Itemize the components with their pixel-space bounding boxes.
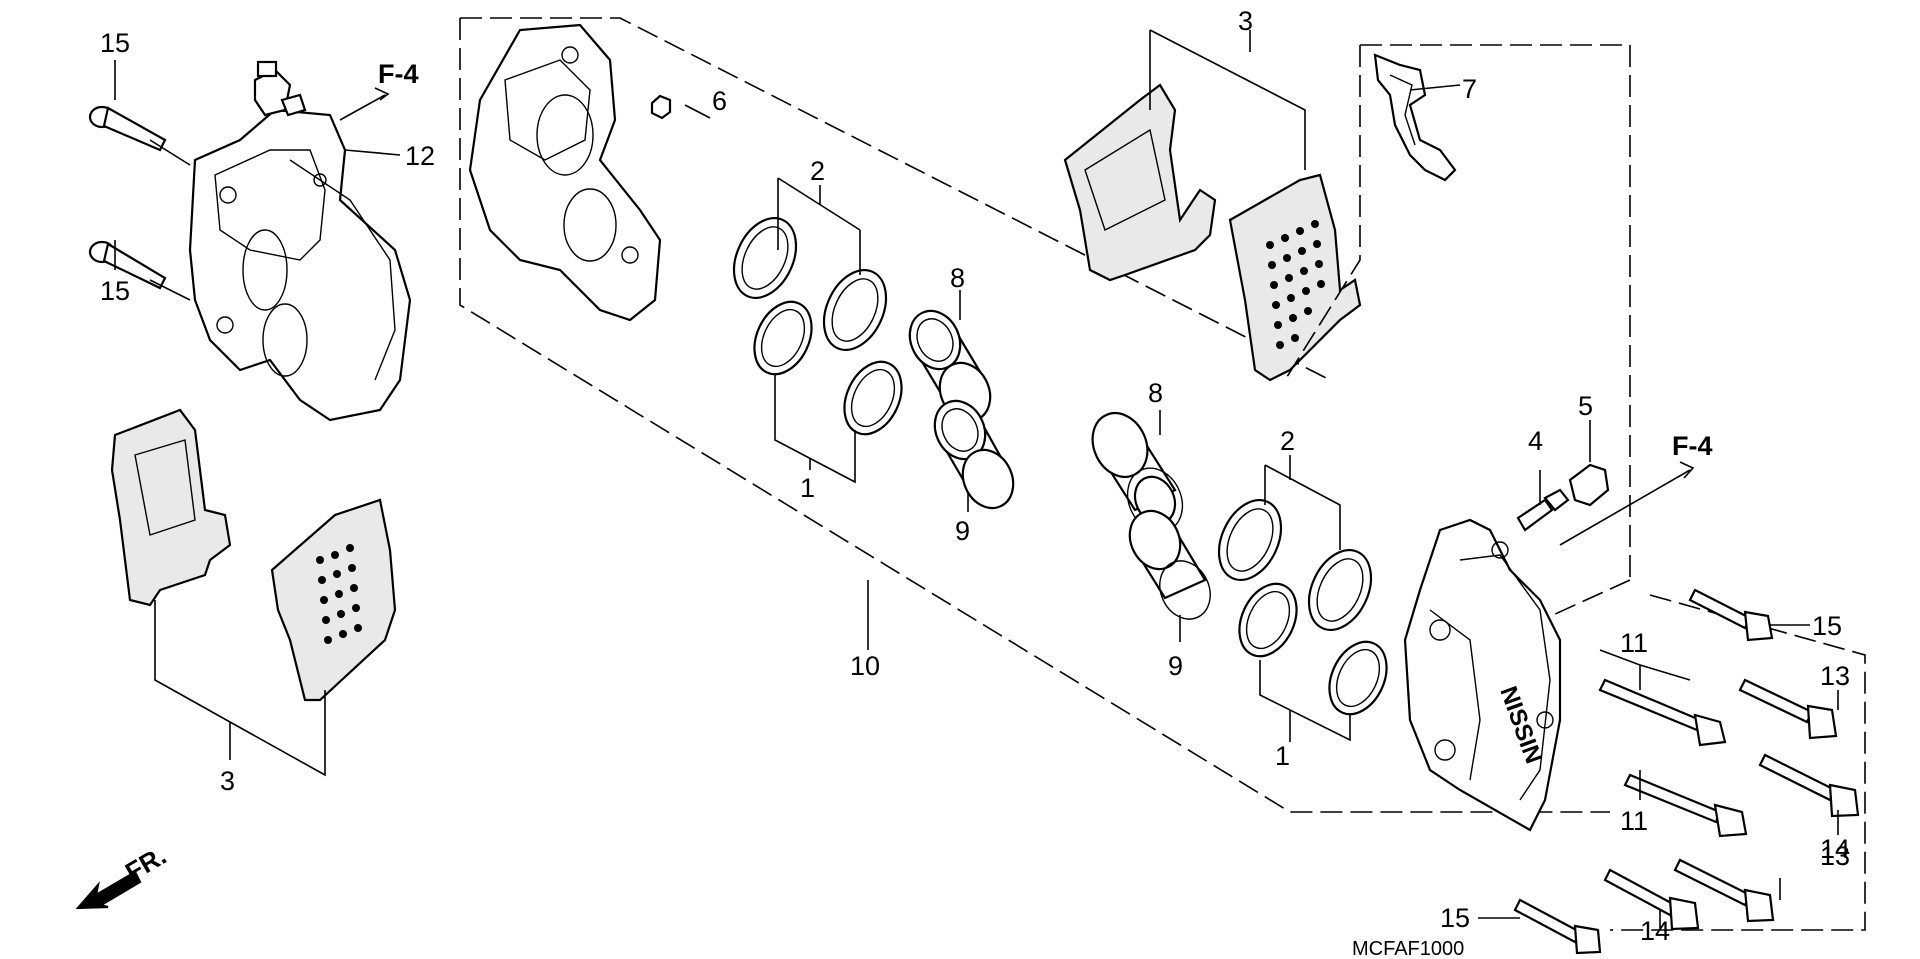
bolt-13-lower bbox=[1673, 858, 1775, 923]
bolt-13-upper bbox=[1738, 678, 1838, 740]
pistons-lower bbox=[1091, 412, 1211, 620]
pistons-upper bbox=[908, 309, 1015, 510]
callout-9: 9 bbox=[955, 516, 970, 546]
callout-11: 11 bbox=[1620, 628, 1648, 658]
caliper-body-half bbox=[468, 23, 662, 322]
callout-8: 8 bbox=[950, 263, 965, 293]
reference-label: F-4 bbox=[1672, 431, 1713, 461]
diagram-code: MCFAF1000 bbox=[1352, 938, 1464, 959]
leader-lines bbox=[114, 29, 1839, 930]
callout-13: 13 bbox=[1820, 841, 1850, 871]
pad-pin-11-lower bbox=[1623, 773, 1748, 838]
reference-label: F-4 bbox=[378, 59, 419, 89]
callout-15: 15 bbox=[100, 28, 130, 58]
callout-10: 10 bbox=[850, 651, 880, 681]
left-brake-pads bbox=[110, 408, 397, 702]
callout-2: 2 bbox=[1280, 426, 1295, 456]
upper-brake-pads bbox=[1063, 83, 1362, 382]
callout-13: 13 bbox=[1820, 661, 1850, 691]
callout-1: 1 bbox=[800, 473, 815, 503]
callout-9: 9 bbox=[1168, 651, 1183, 681]
group-bolts-outline bbox=[1610, 594, 1866, 931]
bolt-15-right-lower bbox=[1513, 898, 1602, 955]
pad-spring-7 bbox=[1373, 53, 1457, 182]
callout-15: 15 bbox=[100, 276, 130, 306]
left-caliper bbox=[188, 60, 412, 422]
callout-4: 4 bbox=[1528, 426, 1543, 456]
right-caliper: NISSIN bbox=[1403, 518, 1562, 832]
bolt-14-lower bbox=[1603, 868, 1700, 931]
callout-14: 14 bbox=[1640, 916, 1670, 946]
callout-1: 1 bbox=[1275, 741, 1290, 771]
callout-12: 12 bbox=[405, 141, 435, 171]
callout-8: 8 bbox=[1148, 378, 1163, 408]
bolt-15-upper bbox=[88, 105, 167, 152]
piston-seals-upper bbox=[732, 217, 903, 436]
bleeder-cap-5 bbox=[1568, 463, 1610, 507]
callout-14: 14 bbox=[1820, 834, 1850, 864]
callout-labels: 15 15 F-4 12 3 6 2 1 8 9 10 3 7 8 2 9 1 … bbox=[100, 6, 1850, 959]
bleeder-valve-4 bbox=[1516, 488, 1570, 532]
callout-11: 11 bbox=[1620, 806, 1648, 836]
callout-5: 5 bbox=[1578, 391, 1593, 421]
bolt-15-right-upper bbox=[1688, 588, 1774, 642]
front-direction-arrow: FR. bbox=[75, 840, 171, 910]
bolt-14-upper bbox=[1758, 753, 1860, 818]
callout-7: 7 bbox=[1462, 74, 1477, 104]
nut-6 bbox=[650, 94, 672, 120]
bolt-15-lower bbox=[88, 240, 167, 290]
pad-pin-11-upper bbox=[1598, 678, 1727, 747]
callout-3: 3 bbox=[220, 766, 235, 796]
callout-6: 6 bbox=[712, 86, 727, 116]
callout-3: 3 bbox=[1238, 6, 1253, 36]
callout-15: 15 bbox=[1440, 903, 1470, 933]
callout-15: 15 bbox=[1812, 611, 1842, 641]
callout-2: 2 bbox=[810, 156, 825, 186]
piston-seals-lower bbox=[1217, 499, 1388, 716]
